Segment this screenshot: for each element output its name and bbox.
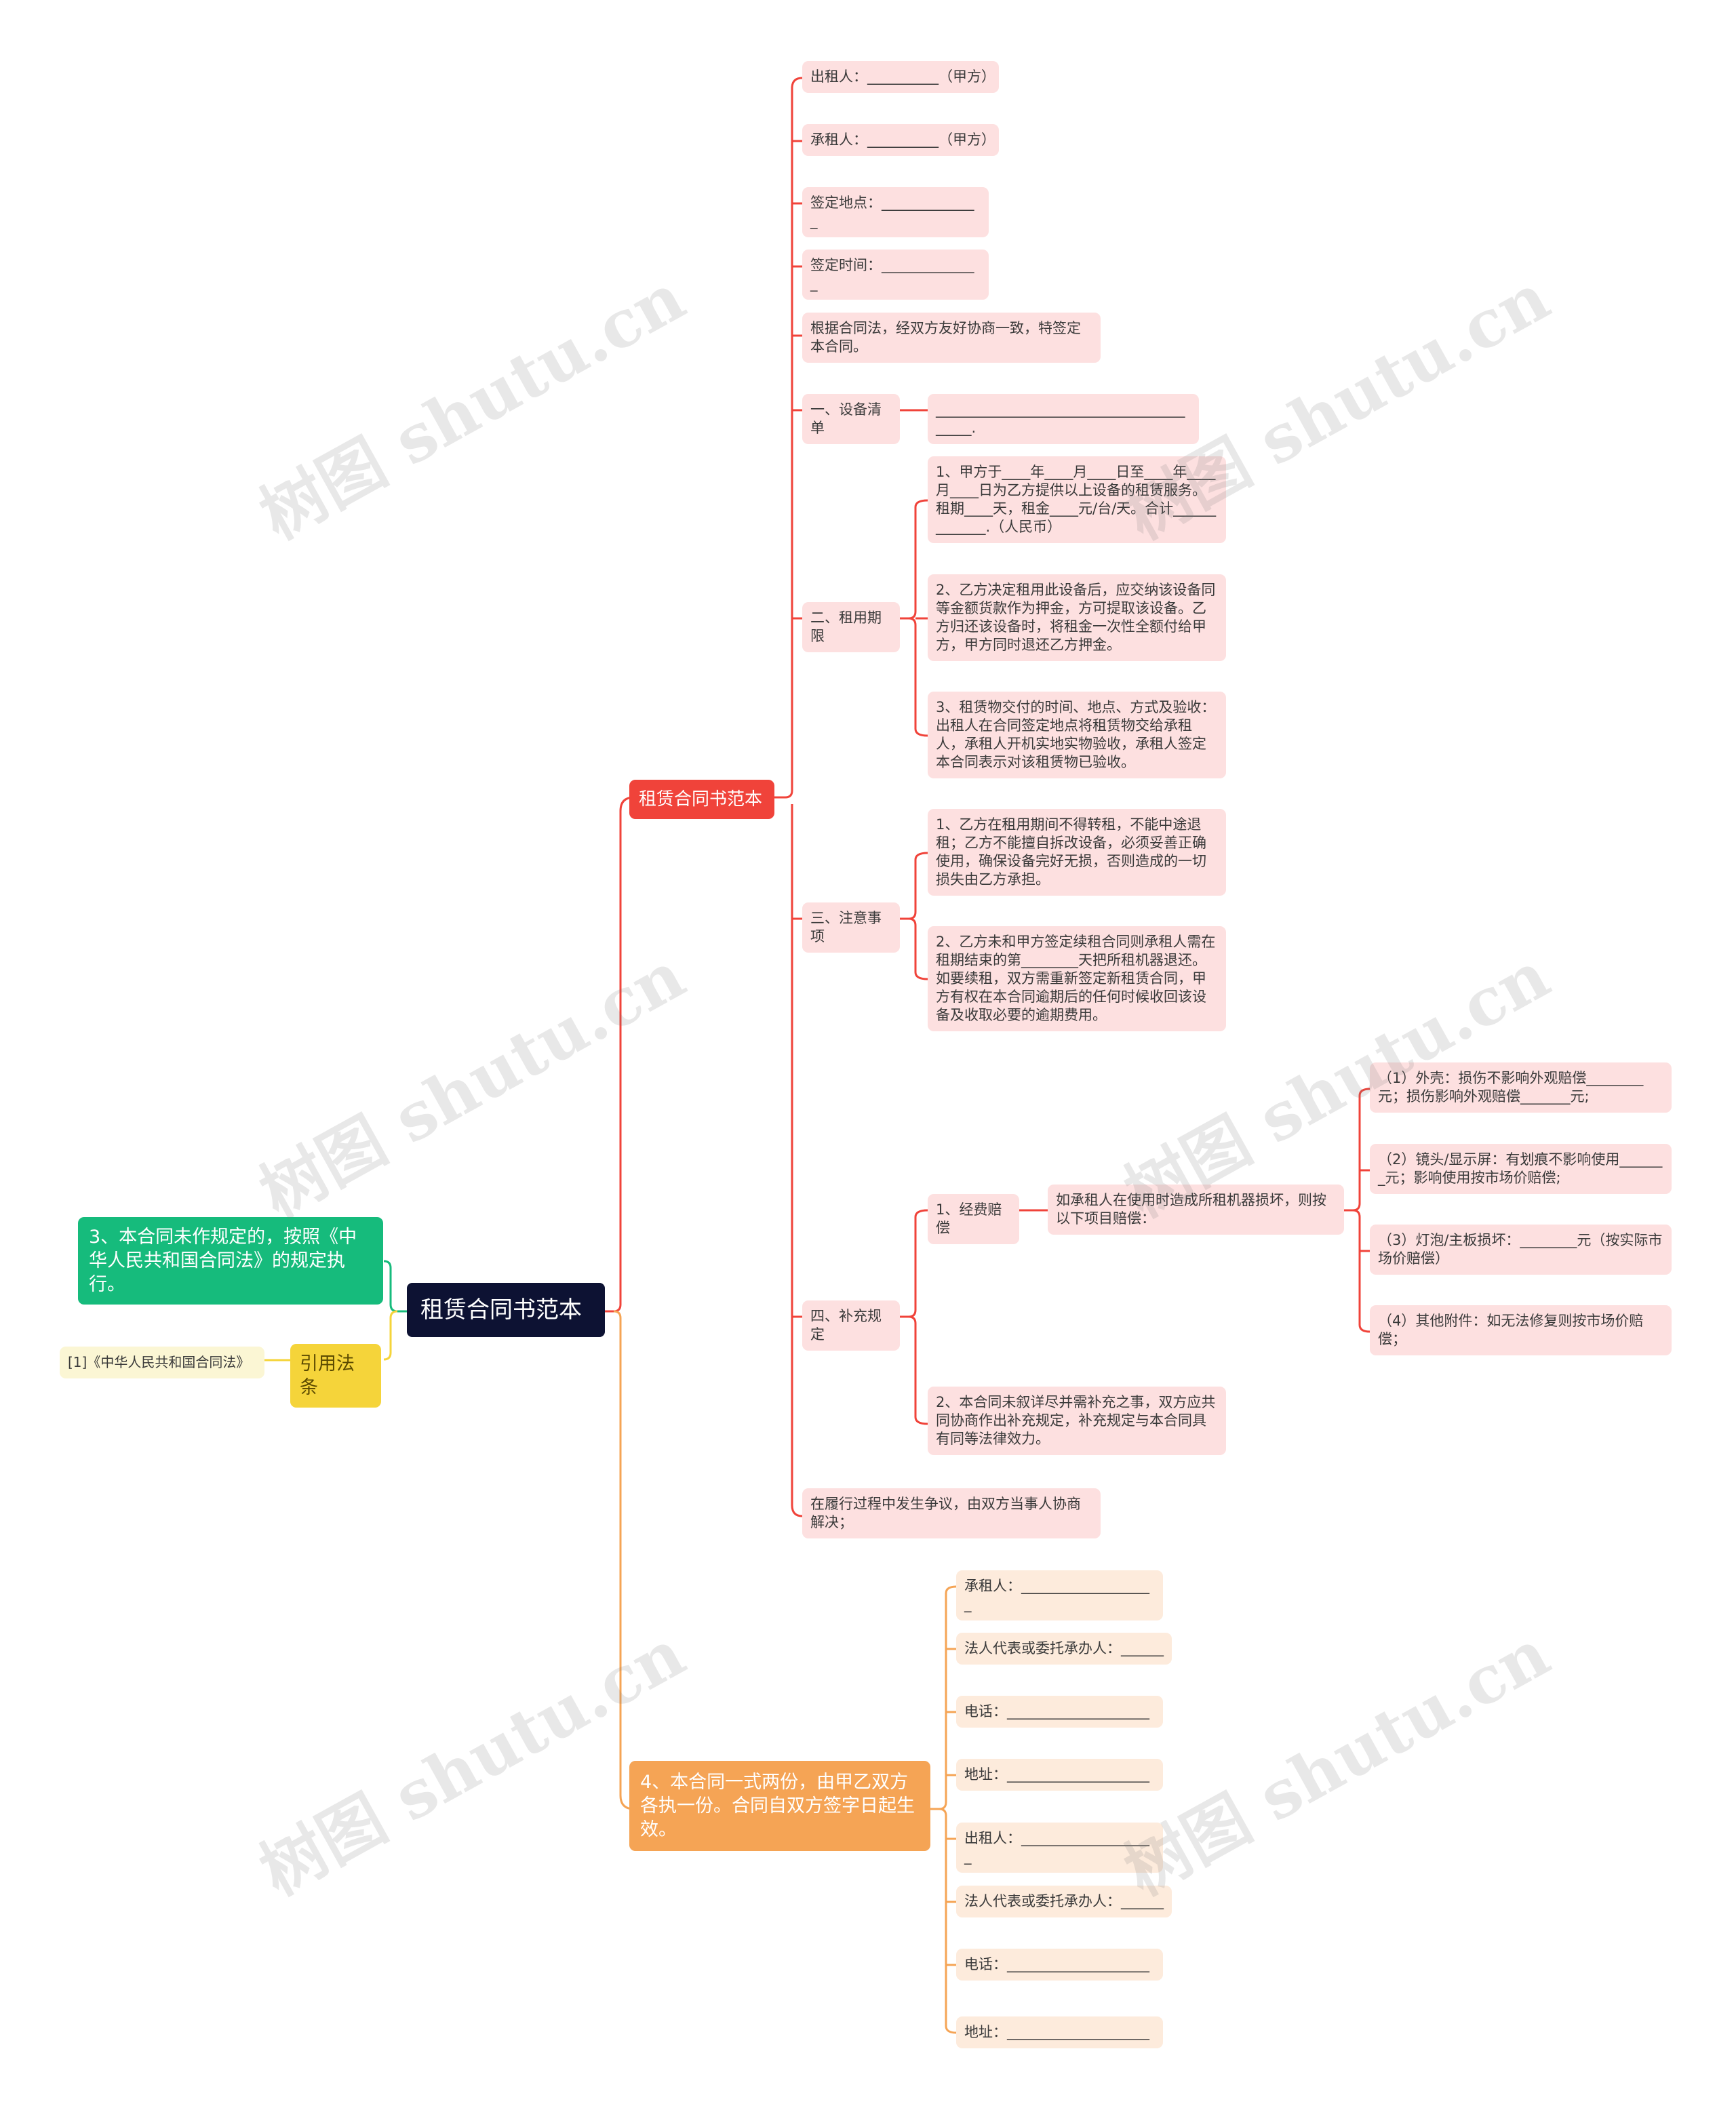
contract-main-branch[interactable]: 租赁合同书范本 bbox=[629, 780, 774, 819]
sign-lessee-rep-node[interactable]: 法人代表或委托承办人：______ bbox=[956, 1633, 1172, 1665]
cited-law-node[interactable]: 引用法条 bbox=[290, 1344, 381, 1408]
supplement-node[interactable]: 四、补充规定 bbox=[802, 1300, 900, 1351]
compensation-item-1[interactable]: （1）外壳：损伤不影响外观赔偿________元；损伤影响外观赔偿_______… bbox=[1370, 1062, 1672, 1113]
notes-node[interactable]: 三、注意事项 bbox=[802, 902, 900, 953]
sign-lessor-rep-node[interactable]: 法人代表或委托承办人：______ bbox=[956, 1886, 1172, 1917]
compensation-item-3[interactable]: （3）灯泡/主板损坏：________元（按实际市场价赔偿） bbox=[1370, 1225, 1672, 1275]
equipment-list-node[interactable]: 一、设备清单 bbox=[802, 394, 900, 444]
contract-copies-branch[interactable]: 4、本合同一式两份，由甲乙双方各执一份。合同自双方签字日起生效。 bbox=[629, 1761, 930, 1851]
sign-lessee-phone-node[interactable]: 电话：____________________ bbox=[956, 1696, 1163, 1728]
signing-time-node[interactable]: 签定时间：______________ bbox=[802, 250, 989, 300]
notes-item-1[interactable]: 1、乙方在租用期间不得转租，不能中途退租；乙方不能擅自拆改设备，必须妥善正确使用… bbox=[928, 809, 1226, 896]
sign-lessor-phone-node[interactable]: 电话：____________________ bbox=[956, 1949, 1163, 1981]
compensation-desc-node[interactable]: 如承租人在使用时造成所租机器损坏，则按以下项目赔偿： bbox=[1048, 1185, 1344, 1235]
rental-term-item-1[interactable]: 1、甲方于____年____月____日至____年____月____日为乙方提… bbox=[928, 456, 1226, 543]
compensation-item-2[interactable]: （2）镜头/显示屏：有划痕不影响使用_______元；影响使用按市场价赔偿; bbox=[1370, 1144, 1672, 1194]
sign-lessor-node[interactable]: 出租人：___________________ bbox=[956, 1823, 1163, 1873]
sign-lessor-address-node[interactable]: 地址：____________________ bbox=[956, 2016, 1163, 2048]
sign-lessee-node[interactable]: 承租人：___________________ bbox=[956, 1570, 1163, 1620]
supplement-item-2[interactable]: 2、本合同未叙详尽并需补充之事，双方应共同协商作出补充规定，补充规定与本合同具有… bbox=[928, 1387, 1226, 1455]
compensation-node[interactable]: 1、经费赔偿 bbox=[928, 1194, 1019, 1244]
lessor-node[interactable]: 出租人：__________（甲方） bbox=[802, 61, 999, 93]
signing-place-node[interactable]: 签定地点：______________ bbox=[802, 187, 989, 237]
equipment-list-detail[interactable]: ________________________________________… bbox=[928, 394, 1199, 444]
law-reference-node[interactable]: [1]《中华人民共和国合同法》 bbox=[60, 1347, 264, 1378]
dispute-node[interactable]: 在履行过程中发生争议，由双方当事人协商解决； bbox=[802, 1488, 1101, 1538]
sign-lessee-address-node[interactable]: 地址：____________________ bbox=[956, 1759, 1163, 1791]
root-node[interactable]: 租赁合同书范本 bbox=[407, 1283, 605, 1337]
rental-term-item-3[interactable]: 3、租赁物交付的时间、地点、方式及验收：出租人在合同签定地点将租赁物交给承租人，… bbox=[928, 692, 1226, 778]
contract-basis-node[interactable]: 根据合同法，经双方友好协商一致，特签定本合同。 bbox=[802, 313, 1101, 363]
compensation-item-4[interactable]: （4）其他附件：如无法修复则按市场价赔偿； bbox=[1370, 1305, 1672, 1355]
rental-term-item-2[interactable]: 2、乙方决定租用此设备后，应交纳该设备同等金额货款作为押金，方可提取该设备。乙方… bbox=[928, 574, 1226, 661]
rental-term-node[interactable]: 二、租用期限 bbox=[802, 602, 900, 652]
lessee-node[interactable]: 承租人：__________（甲方） bbox=[802, 124, 999, 156]
notes-item-2[interactable]: 2、乙方未和甲方签定续租合同则承租人需在租期结束的第________天把所租机器… bbox=[928, 926, 1226, 1031]
unspecified-matters-node[interactable]: 3、本合同未作规定的，按照《中华人民共和国合同法》的规定执行。 bbox=[78, 1217, 383, 1305]
